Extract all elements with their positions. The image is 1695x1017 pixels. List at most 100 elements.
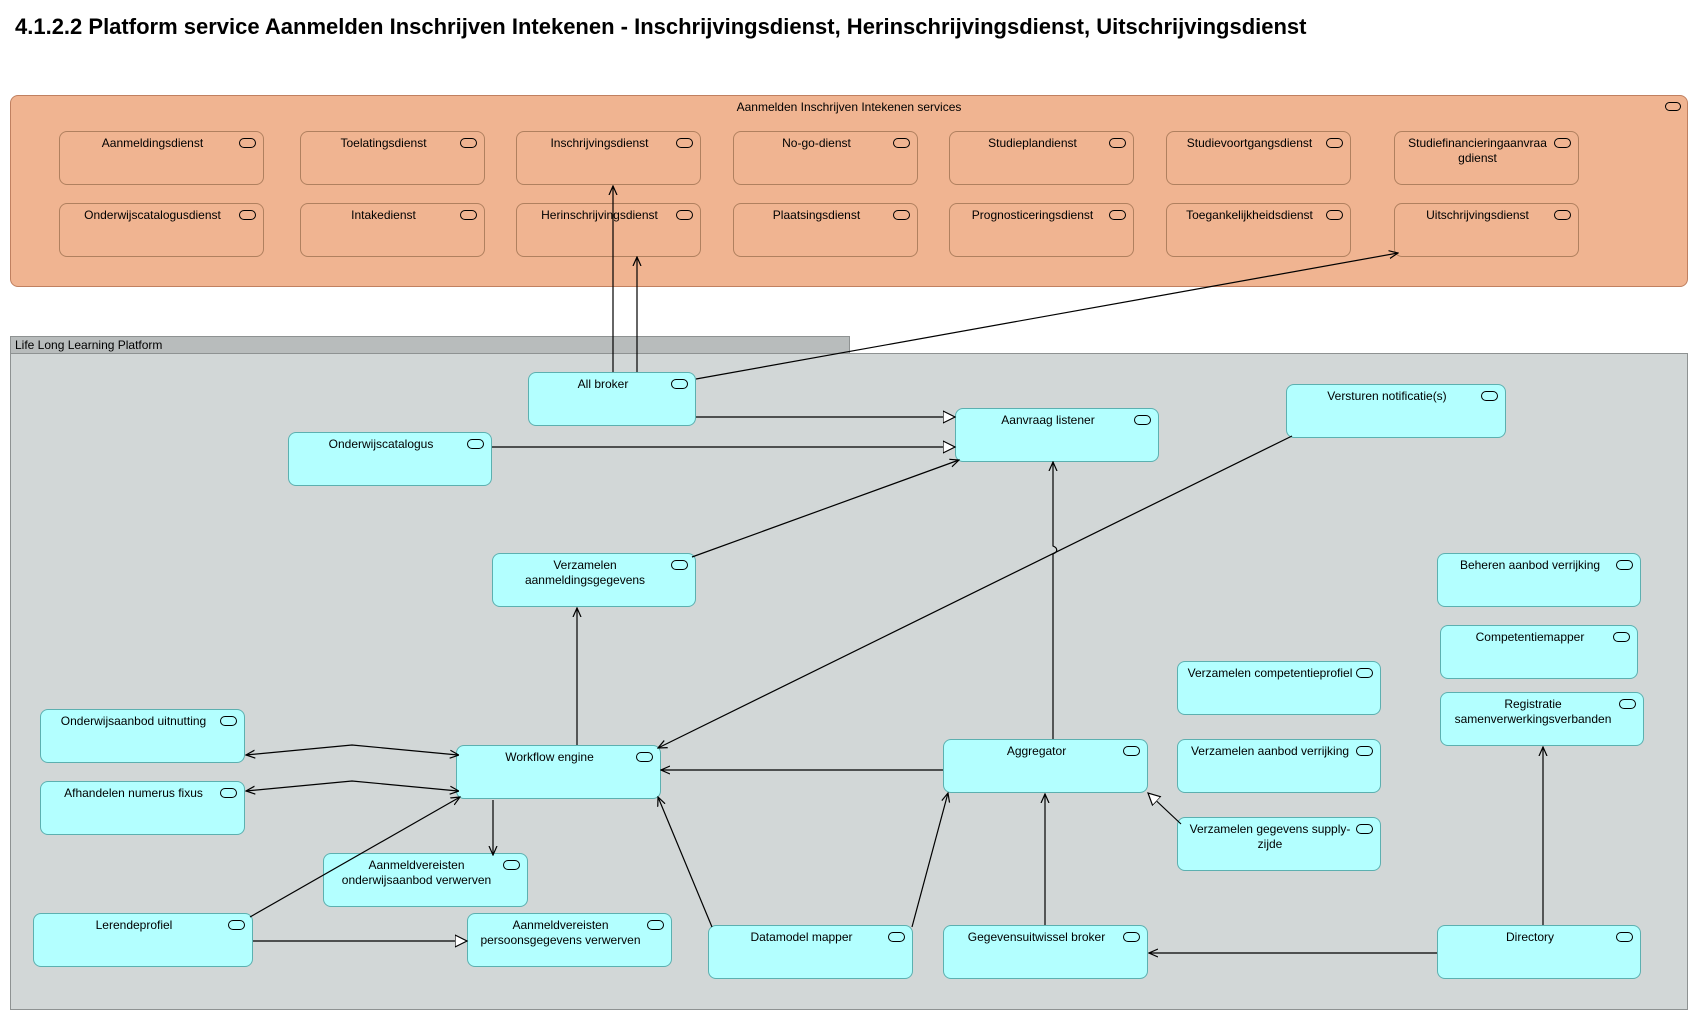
node-label: Uitschrijvingsdienst bbox=[1426, 208, 1529, 222]
node-label: Toelatingsdienst bbox=[340, 136, 427, 150]
node-label: Datamodel mapper bbox=[750, 930, 853, 944]
service-icon bbox=[1134, 415, 1151, 425]
node-verzamelen-competentieprofiel[interactable]: Verzamelen competentieprofiel bbox=[1177, 661, 1381, 715]
node-label: Studieplandienst bbox=[988, 136, 1077, 150]
service-icon bbox=[1616, 932, 1633, 942]
page-title: 4.1.2.2 Platform service Aanmelden Insch… bbox=[15, 14, 1307, 39]
node-versturen-notificaties[interactable]: Versturen notificatie(s) bbox=[1286, 384, 1506, 438]
node-registratie-samenwerkingsverbanden[interactable]: Registratie samenverwerkingsverbanden bbox=[1440, 692, 1644, 746]
node-label: Verzamelen competentieprofiel bbox=[1187, 666, 1353, 680]
service-icon bbox=[1613, 632, 1630, 642]
node-prognosticeringsdienst[interactable]: Prognosticeringsdienst bbox=[949, 203, 1134, 257]
node-datamodel-mapper[interactable]: Datamodel mapper bbox=[708, 925, 913, 979]
node-competentiemapper[interactable]: Competentiemapper bbox=[1440, 625, 1638, 679]
node-beheren-aanbod-verrijking[interactable]: Beheren aanbod verrijking bbox=[1437, 553, 1641, 607]
node-herinschrijvingsdienst[interactable]: Herinschrijvingsdienst bbox=[516, 203, 701, 257]
node-label: Prognosticeringsdienst bbox=[971, 208, 1094, 222]
node-plaatsingsdienst[interactable]: Plaatsingsdienst bbox=[733, 203, 918, 257]
service-icon bbox=[1356, 668, 1373, 678]
node-label: Herinschrijvingsdienst bbox=[541, 208, 658, 222]
node-aanmeldvereisten-persoonsgegevens-verwerven[interactable]: Aanmeldvereisten persoonsgegevens verwer… bbox=[467, 913, 672, 967]
service-icon bbox=[239, 210, 256, 220]
service-icon bbox=[1356, 824, 1373, 834]
service-icon bbox=[460, 210, 477, 220]
node-aanmeldingsdienst[interactable]: Aanmeldingsdienst bbox=[59, 131, 264, 185]
service-icon bbox=[220, 788, 237, 798]
node-onderwijscatalogus[interactable]: Onderwijscatalogus bbox=[288, 432, 492, 486]
node-label: Competentiemapper bbox=[1475, 630, 1585, 644]
node-label: Studiefinancieringaanvraa gdienst bbox=[1408, 136, 1547, 165]
node-label: Aggregator bbox=[1006, 744, 1067, 758]
node-aanmeldvereisten-onderwijsaanbod-verwerven[interactable]: Aanmeldvereisten onderwijsaanbod verwerv… bbox=[323, 853, 528, 907]
node-label: No-go-dienst bbox=[782, 136, 851, 150]
node-label: Workflow engine bbox=[505, 750, 594, 764]
service-icon bbox=[228, 920, 245, 930]
service-icon bbox=[893, 138, 910, 148]
node-intakedienst[interactable]: Intakedienst bbox=[300, 203, 485, 257]
service-icon bbox=[1616, 560, 1633, 570]
group-platform[interactable] bbox=[10, 353, 1688, 1010]
node-studiefinancieringaanvraagdienst[interactable]: Studiefinancieringaanvraa gdienst bbox=[1394, 131, 1579, 185]
group-services-label: Aanmelden Inschrijven Intekenen services bbox=[736, 100, 962, 114]
node-all-broker[interactable]: All broker bbox=[528, 372, 696, 426]
node-studieplandienst[interactable]: Studieplandienst bbox=[949, 131, 1134, 185]
node-label: Verzamelen gegevens supply-zijde bbox=[1189, 822, 1351, 851]
node-label: Onderwijscatalogusdienst bbox=[84, 208, 221, 222]
node-verzamelen-aanbod-verrijking[interactable]: Verzamelen aanbod verrijking bbox=[1177, 739, 1381, 793]
service-icon bbox=[671, 379, 688, 389]
node-label: Onderwijsaanbod uitnutting bbox=[60, 714, 207, 728]
node-no-go-dienst[interactable]: No-go-dienst bbox=[733, 131, 918, 185]
node-label: Studievoortgangsdienst bbox=[1186, 136, 1313, 150]
service-icon bbox=[636, 752, 653, 762]
node-onderwijscatalogusdienst[interactable]: Onderwijscatalogusdienst bbox=[59, 203, 264, 257]
group-services[interactable]: Aanmelden Inschrijven Intekenen services bbox=[10, 95, 1688, 287]
node-label: Gegevensuitwissel broker bbox=[967, 930, 1106, 944]
service-icon bbox=[647, 920, 664, 930]
service-icon bbox=[503, 860, 520, 870]
node-studievoortgangsdienst[interactable]: Studievoortgangsdienst bbox=[1166, 131, 1351, 185]
node-inschrijvingsdienst[interactable]: Inschrijvingsdienst bbox=[516, 131, 701, 185]
service-icon bbox=[1123, 746, 1140, 756]
node-uitschrijvingsdienst[interactable]: Uitschrijvingsdienst bbox=[1394, 203, 1579, 257]
node-aggregator[interactable]: Aggregator bbox=[943, 739, 1148, 793]
node-label: Aanmeldingsdienst bbox=[101, 136, 204, 150]
node-label: Aanmeldvereisten persoonsgegevens verwer… bbox=[480, 918, 641, 947]
node-lerendeprofiel[interactable]: Lerendeprofiel bbox=[33, 913, 253, 967]
node-label: Inschrijvingsdienst bbox=[550, 136, 649, 150]
node-label: Verzamelen aanmeldingsgegevens bbox=[524, 558, 646, 587]
node-aanvraag-listener[interactable]: Aanvraag listener bbox=[955, 408, 1159, 462]
service-icon bbox=[1123, 932, 1140, 942]
service-icon bbox=[467, 439, 484, 449]
service-icon bbox=[1109, 210, 1126, 220]
service-icon bbox=[460, 138, 477, 148]
service-icon bbox=[1356, 746, 1373, 756]
node-label: Directory bbox=[1505, 930, 1554, 944]
node-verzamelen-aanmeldingsgegevens[interactable]: Verzamelen aanmeldingsgegevens bbox=[492, 553, 696, 607]
node-label: All broker bbox=[577, 377, 629, 391]
node-verzamelen-gegevens-supply-zijde[interactable]: Verzamelen gegevens supply-zijde bbox=[1177, 817, 1381, 871]
node-label: Registratie samenverwerkingsverbanden bbox=[1454, 697, 1612, 726]
node-label: Intakedienst bbox=[351, 208, 416, 222]
node-label: Aanmeldvereisten onderwijsaanbod verwerv… bbox=[341, 858, 492, 887]
service-icon bbox=[888, 932, 905, 942]
node-label: Onderwijscatalogus bbox=[328, 437, 434, 451]
node-workflow-engine[interactable]: Workflow engine bbox=[456, 745, 661, 799]
node-toegankelijkheidsdienst[interactable]: Toegankelijkheidsdienst bbox=[1166, 203, 1351, 257]
service-icon bbox=[1326, 210, 1343, 220]
service-icon bbox=[893, 210, 910, 220]
node-onderwijsaanbod-uitnutting[interactable]: Onderwijsaanbod uitnutting bbox=[40, 709, 245, 763]
node-afhandelen-numerus-fixus[interactable]: Afhandelen numerus fixus bbox=[40, 781, 245, 835]
service-icon bbox=[1619, 699, 1636, 709]
service-icon bbox=[1326, 138, 1343, 148]
node-gegevensuitwissel-broker[interactable]: Gegevensuitwissel broker bbox=[943, 925, 1148, 979]
service-icon bbox=[1481, 391, 1498, 401]
service-icon bbox=[1109, 138, 1126, 148]
service-icon bbox=[1554, 210, 1571, 220]
node-label: Plaatsingsdienst bbox=[772, 208, 861, 222]
node-label: Beheren aanbod verrijking bbox=[1459, 558, 1601, 572]
node-toelatingsdienst[interactable]: Toelatingsdienst bbox=[300, 131, 485, 185]
node-directory[interactable]: Directory bbox=[1437, 925, 1641, 979]
node-label: Toegankelijkheidsdienst bbox=[1186, 208, 1313, 222]
node-label: Aanvraag listener bbox=[1001, 413, 1095, 427]
service-icon bbox=[671, 560, 688, 570]
